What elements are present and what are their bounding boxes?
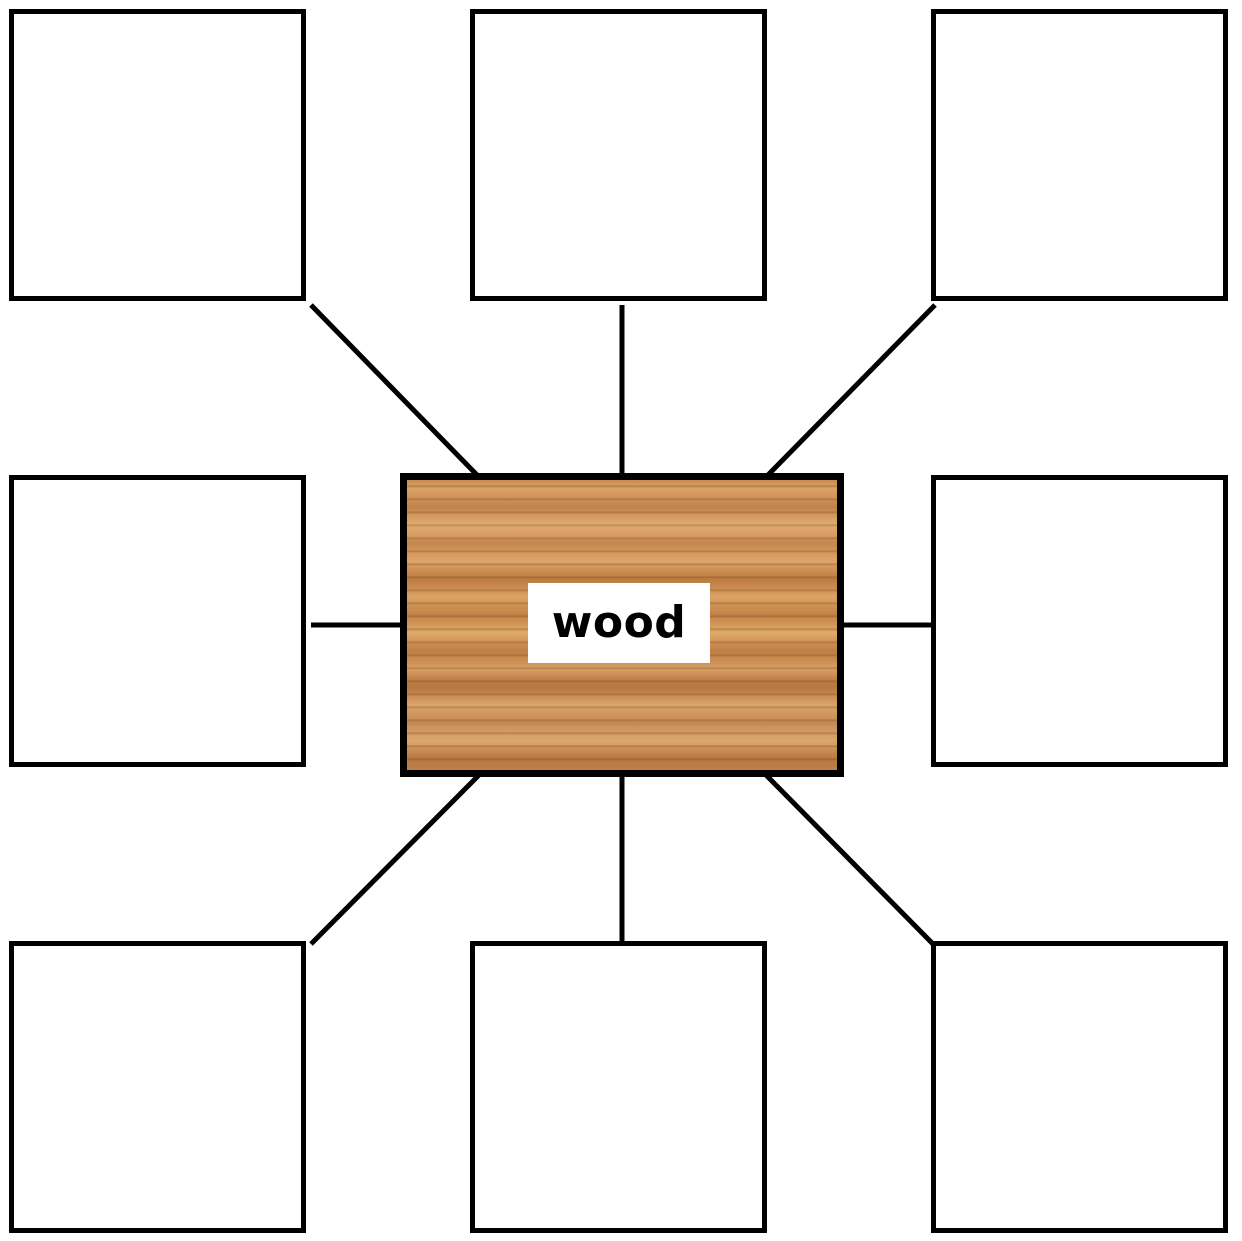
outer-box-bottom-left[interactable] [9, 941, 306, 1233]
outer-box-top-center[interactable] [470, 9, 767, 301]
center-label: wood [552, 601, 687, 645]
outer-box-top-right[interactable] [931, 9, 1228, 301]
outer-box-middle-left[interactable] [9, 475, 306, 767]
connector-top-left [311, 305, 477, 475]
outer-box-top-left[interactable] [9, 9, 306, 301]
connector-bottom-left [311, 775, 479, 944]
center-label-box: wood [528, 583, 710, 663]
outer-box-bottom-right[interactable] [931, 941, 1228, 1233]
outer-box-middle-right[interactable] [931, 475, 1228, 767]
connector-bottom-right [766, 775, 933, 944]
connector-top-right [768, 305, 935, 475]
outer-box-bottom-center[interactable] [470, 941, 767, 1233]
